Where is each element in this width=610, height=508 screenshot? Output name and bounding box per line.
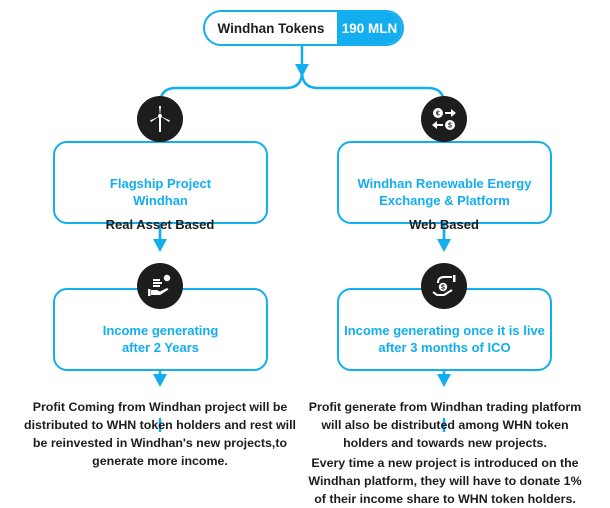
left-income-line2: after 2 Years: [121, 339, 200, 355]
left-description: Profit Coming from Windhan project will …: [18, 398, 302, 470]
svg-text:$: $: [441, 285, 445, 292]
right-description-line: will also be distributed among WHN token: [321, 418, 569, 432]
left-description-line: generate more income.: [92, 454, 228, 468]
left-description-line: distributed to WHN token holders and res…: [24, 418, 296, 432]
svg-text:$: $: [448, 123, 452, 130]
arrowhead-left-3: [153, 374, 167, 387]
web-based-label: Web Based: [409, 217, 479, 232]
exchange-title-line1: Windhan Renewable Energy: [357, 175, 532, 191]
right-income-line2: after 3 months of ICO: [378, 339, 511, 355]
exchange-title-line2: Exchange & Platform: [379, 192, 510, 208]
flagship-title-line2: Windhan: [133, 192, 188, 208]
left-income-line1: Income generating: [102, 322, 219, 338]
token-value: 190 MLN: [337, 12, 402, 44]
arrowhead-left-1: [153, 239, 167, 252]
right-description: Profit generate from Windhan trading pla…: [302, 398, 588, 452]
hand-money-transfer-icon: $: [421, 263, 467, 309]
connector-branch-left: [158, 71, 304, 112]
connector-branch-right: [300, 71, 446, 112]
right-donation-line: Every time a new project is introduced o…: [311, 456, 579, 470]
left-description-line: Profit Coming from Windhan project will …: [32, 400, 288, 414]
right-description-donation: Every time a new project is introduced o…: [302, 454, 588, 508]
income-after-ico-box: Income generating once it is live after …: [337, 288, 552, 371]
arrowhead-right-3: [437, 374, 451, 387]
flagship-title-line1: Flagship Project: [109, 175, 212, 191]
hand-holding-coins-icon: [137, 263, 183, 309]
arrowhead-right-1: [437, 239, 451, 252]
wind-turbine-icon: [137, 96, 183, 142]
right-description-line: holders and towards new projects.: [343, 436, 547, 450]
svg-text:€: €: [436, 111, 440, 118]
real-asset-based-label: Real Asset Based: [105, 217, 215, 232]
token-label: Windhan Tokens: [217, 20, 325, 36]
left-description-line: be reinvested in Windhan's new projects,…: [32, 436, 288, 450]
right-income-line1: Income generating once it is live: [344, 322, 545, 338]
token-supply-pill: Windhan Tokens 190 MLN: [203, 10, 404, 46]
right-donation-line: of their income share to WHN token holde…: [314, 492, 576, 506]
flagship-project-box: Flagship Project Windhan: [53, 141, 268, 224]
right-description-line: Profit generate from Windhan trading pla…: [308, 400, 582, 414]
currency-exchange-icon: € $: [421, 96, 467, 142]
right-donation-line: Windhan platform, they will have to dona…: [308, 474, 582, 488]
exchange-platform-box: Windhan Renewable Energy Exchange & Plat…: [337, 141, 552, 224]
arrowhead-top: [295, 64, 309, 77]
